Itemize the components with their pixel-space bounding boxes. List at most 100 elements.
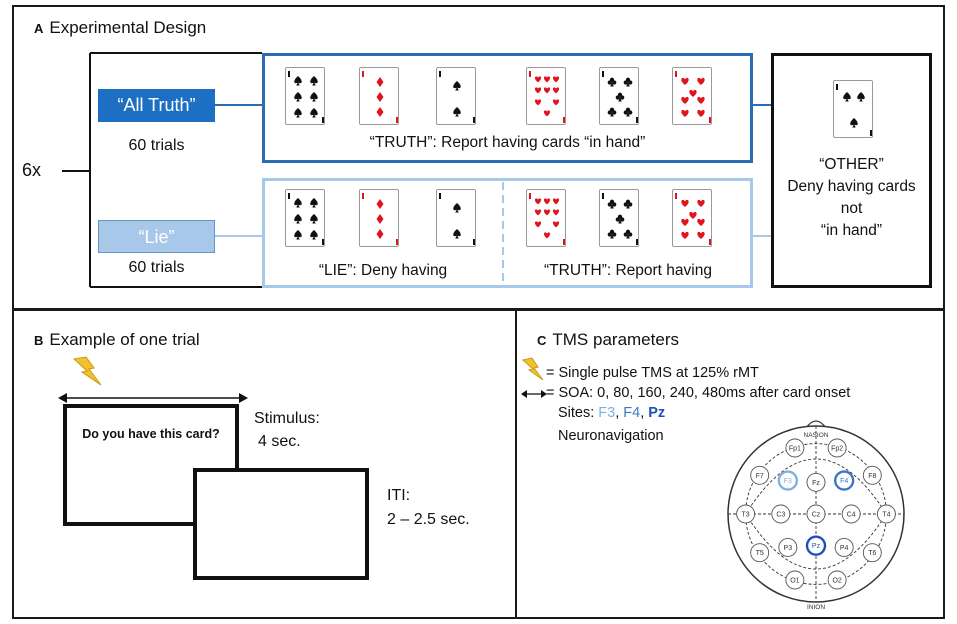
eeg-parietal-arc xyxy=(745,513,887,570)
electrode-label-c3: C3 xyxy=(776,512,785,519)
tms-line-4: Neuronavigation xyxy=(558,428,664,444)
other-line-3: not xyxy=(840,200,863,217)
other-condition-box xyxy=(771,53,932,288)
panel-c-title: C TMS parameters xyxy=(537,330,679,350)
panel-c-title-text: TMS parameters xyxy=(552,330,679,349)
card-two-spades-lie xyxy=(436,189,476,247)
electrode-label-f3: F3 xyxy=(784,478,792,485)
other-line-1: “OTHER” xyxy=(819,156,884,173)
double-arrow-icon-legend xyxy=(521,390,547,398)
site-f4: F4 xyxy=(623,405,641,421)
electrode-f8 xyxy=(862,465,882,485)
electrode-label-t4: T4 xyxy=(882,512,890,519)
electrode-label-c4: C4 xyxy=(847,512,856,519)
electrode-c4 xyxy=(841,504,861,524)
iti-label: ITI: xyxy=(387,487,411,504)
electrode-f4 xyxy=(833,470,855,491)
electrode-label-f4: F4 xyxy=(840,478,848,485)
card-three-spades-other xyxy=(833,80,873,138)
site-pz: Pz xyxy=(648,405,666,421)
electrode-c3 xyxy=(771,504,791,524)
panel-a-title-text: Experimental Design xyxy=(49,18,207,37)
electrode-label-p4: P4 xyxy=(840,545,849,552)
card-seven-hearts-lie xyxy=(672,189,712,247)
electrode-p4 xyxy=(834,537,854,557)
tms-line-1: = Single pulse TMS at 125% rMT xyxy=(546,365,759,381)
electrode-cz xyxy=(806,504,826,524)
lightning-icon xyxy=(72,356,102,386)
tms-sites: Sites: F3, F4, Pz xyxy=(558,405,665,421)
electrode-t6 xyxy=(862,543,882,563)
eeg-frontal-arc xyxy=(745,458,887,515)
block-all-truth-label: “All Truth” xyxy=(98,89,215,122)
electrode-label-t3: T3 xyxy=(742,512,750,519)
electrode-label-f7: F7 xyxy=(756,473,764,480)
eeg-inion-label: INION xyxy=(807,604,825,611)
electrode-fp1 xyxy=(785,438,805,458)
lie-condition-box xyxy=(262,178,753,288)
electrode-label-o1: O1 xyxy=(790,578,799,585)
electrode-label-p3: P3 xyxy=(784,545,793,552)
sites-sep-2: , xyxy=(640,405,649,421)
block-all-truth-trials: 60 trials xyxy=(128,137,185,154)
electrode-label-fz: Fz xyxy=(812,480,820,487)
stimulus-time: 4 sec. xyxy=(258,433,301,450)
lie-caption-right: “TRUTH”: Report having xyxy=(544,262,712,279)
truth-condition-box xyxy=(262,53,753,163)
lie-caption-left: “LIE”: Deny having xyxy=(318,262,448,279)
iti-time: 2 – 2.5 sec. xyxy=(387,511,470,528)
panel-b-title-text: Example of one trial xyxy=(49,330,200,349)
card-six-spades-lie xyxy=(285,189,325,247)
panel-c xyxy=(515,309,945,619)
stimulus-label: Stimulus: xyxy=(254,410,320,427)
other-line-2: Deny having cards xyxy=(787,178,916,195)
panel-b-letter: B xyxy=(34,333,44,348)
card-three-diamonds xyxy=(359,67,399,125)
card-five-clubs xyxy=(599,67,639,125)
card-seven-hearts xyxy=(672,67,712,125)
panel-a-title: A Experimental Design xyxy=(34,18,206,38)
stimulus-question: Do you have this card? xyxy=(82,427,220,441)
electrode-label-o2: O2 xyxy=(832,578,841,585)
block-lie-label: “Lie” xyxy=(98,220,215,253)
panel-a-letter: A xyxy=(34,21,44,36)
block-lie-trials: 60 trials xyxy=(128,259,185,276)
sites-prefix: Sites: xyxy=(558,405,599,421)
electrode-o1 xyxy=(785,570,805,590)
eeg-nasion-label: NASION xyxy=(804,432,829,439)
block-bracket xyxy=(62,52,771,288)
truth-caption: “TRUTH”: Report having cards “in hand” xyxy=(369,134,646,151)
sites-sep-1: , xyxy=(615,405,624,421)
card-six-spades xyxy=(285,67,325,125)
repeat-label: 6x xyxy=(22,160,42,180)
panel-b-title: B Example of one trial xyxy=(34,330,200,350)
card-two-spades xyxy=(436,67,476,125)
card-nine-hearts xyxy=(526,67,566,125)
electrode-t4 xyxy=(876,504,896,524)
lightning-icon-legend xyxy=(521,357,544,381)
electrode-label-pz: Pz xyxy=(812,543,821,550)
electrode-o2 xyxy=(827,570,847,590)
electrode-label-cz: Cz xyxy=(812,512,821,519)
electrode-label-fp2: Fp2 xyxy=(831,446,843,453)
iti-screen xyxy=(193,468,369,580)
tms-line-2: = SOA: 0, 80, 160, 240, 480ms after card… xyxy=(546,385,851,401)
card-nine-hearts-lie xyxy=(526,189,566,247)
other-line-4: “in hand” xyxy=(820,222,883,239)
electrode-fz xyxy=(806,472,826,492)
panel-c-letter: C xyxy=(537,333,547,348)
site-f3: F3 xyxy=(598,405,616,421)
electrode-p3 xyxy=(778,537,798,557)
electrode-t3 xyxy=(736,504,756,524)
electrode-label-f8: F8 xyxy=(868,473,876,480)
electrode-pz xyxy=(805,535,827,556)
electrode-label-t6: T6 xyxy=(868,550,876,557)
electrode-f3 xyxy=(777,470,799,491)
card-three-diamonds-lie xyxy=(359,189,399,247)
electrode-label-t5: T5 xyxy=(756,550,764,557)
double-arrow-icon xyxy=(58,393,248,403)
electrode-label-fp1: Fp1 xyxy=(789,446,801,453)
electrode-f7 xyxy=(750,465,770,485)
electrode-t5 xyxy=(750,543,770,563)
